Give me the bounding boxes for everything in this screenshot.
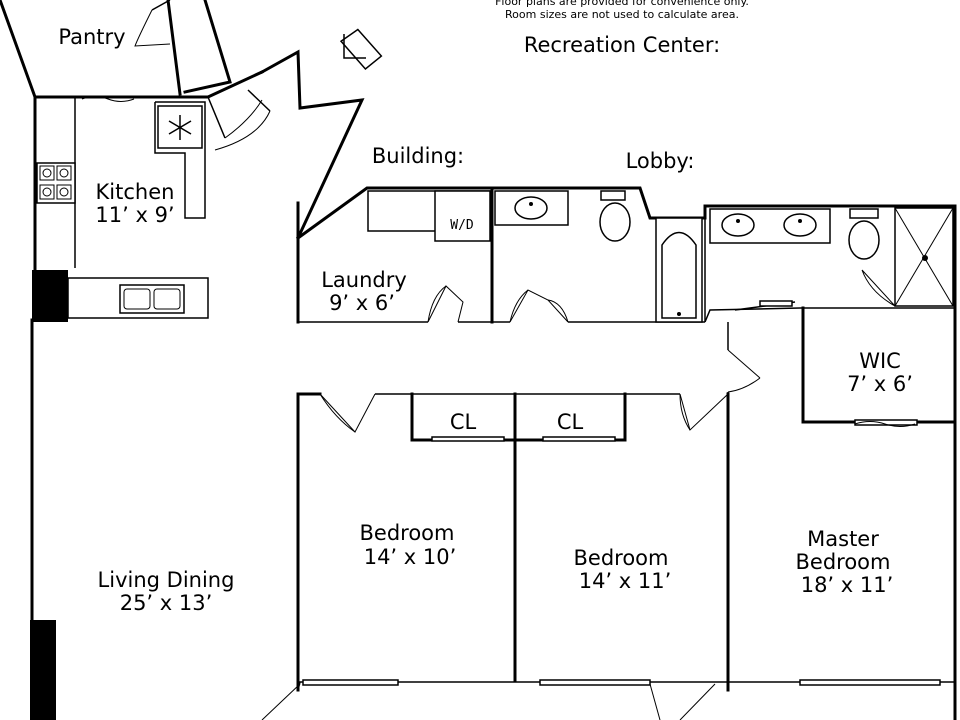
exterior-walls — [30, 49, 957, 720]
wall-column-upper — [32, 270, 68, 322]
living-dining-label: Living Dining — [98, 568, 235, 592]
closet-2-label: CL — [557, 410, 584, 434]
snowflake-icon — [168, 115, 192, 140]
living-dining-size: 25’ x 13’ — [120, 591, 213, 615]
wic-label: WIC — [859, 349, 901, 373]
kitchen-sink — [119, 284, 185, 314]
bedroom-2-size: 14’ x 11’ — [579, 569, 672, 593]
entry-door — [207, 28, 383, 151]
laundry-label: Laundry — [321, 268, 407, 292]
disclaimer-line-2: Room sizes are not used to calculate are… — [505, 8, 739, 21]
stove — [36, 162, 76, 204]
bathroom-1 — [490, 190, 705, 324]
bath-1-vanity — [494, 190, 569, 226]
bathtub — [655, 217, 703, 323]
bathroom-2 — [704, 206, 955, 323]
pantry-label: Pantry — [58, 25, 125, 49]
closet-1-label: CL — [450, 410, 477, 434]
laundry-size: 9’ x 6’ — [329, 291, 395, 315]
bedroom-block-walls — [261, 322, 955, 720]
recreation-center-label: Recreation Center: — [524, 33, 720, 57]
master-bedroom-label-line1: Master — [807, 527, 879, 551]
laundry-room: W/D — [296, 186, 494, 324]
disclaimer-line-1: Floor plans are provided for convenience… — [495, 0, 749, 8]
washer-dryer — [434, 190, 491, 242]
master-bedroom-size: 18’ x 11’ — [801, 573, 894, 597]
bedroom-2-label: Bedroom — [574, 546, 669, 570]
bedroom-1-label: Bedroom — [360, 521, 455, 545]
washer-dryer-label: W/D — [450, 218, 474, 233]
kitchen-room — [36, 96, 209, 319]
lobby-label: Lobby: — [626, 149, 695, 173]
bath-2-toilet — [848, 220, 880, 260]
bedroom-1-size: 14’ x 10’ — [364, 545, 457, 569]
wic-room — [801, 306, 957, 427]
bath-2-vanity — [709, 208, 831, 244]
master-bedroom-label-line2: Bedroom — [796, 550, 891, 574]
kitchen-label: Kitchen — [96, 180, 175, 204]
wall-column-lower — [30, 620, 56, 720]
bath-1-toilet — [599, 202, 631, 242]
kitchen-size: 11’ x 9’ — [95, 203, 174, 227]
building-label: Building: — [372, 144, 464, 168]
wic-size: 7’ x 6’ — [847, 372, 913, 396]
